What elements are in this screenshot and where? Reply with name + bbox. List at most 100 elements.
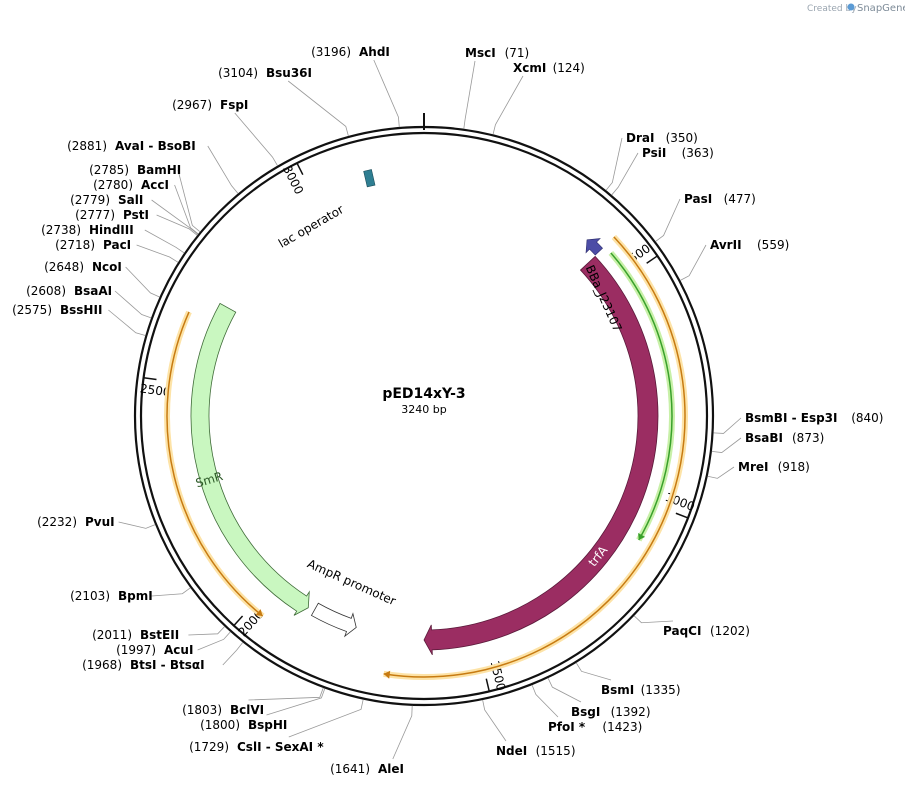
site-leader-line — [156, 214, 198, 236]
site-name: AvaI - BsoBI — [115, 139, 196, 153]
site-bpmi: BpmI (2103) — [70, 587, 191, 603]
site-name: BsaAI — [74, 284, 112, 298]
site-position: (1423) — [602, 720, 642, 734]
site-leader-line — [222, 642, 244, 666]
site-position: (2738) — [41, 223, 81, 237]
site-mrei: MreI(918) — [707, 460, 810, 479]
site-name: NdeI — [496, 744, 527, 758]
site-position: (1202) — [710, 624, 750, 638]
backbone — [133, 113, 715, 707]
site-leader-line — [136, 244, 179, 263]
tick-mark — [296, 162, 304, 176]
site-name: PasI — [684, 192, 712, 206]
site-position: (124) — [553, 61, 585, 75]
site-acci: AccI(2780) — [93, 178, 199, 235]
site-bclvi: BclVI(1803) — [182, 687, 324, 717]
site-bamhi: BamHI (2785) — [89, 163, 201, 233]
site-position: (2779) — [70, 193, 110, 207]
site-leader-line — [575, 662, 612, 681]
site-leader-line — [177, 169, 201, 233]
orf-orange-right — [383, 236, 686, 678]
site-position: (1335) — [641, 683, 681, 697]
site-position: (1968) — [82, 658, 122, 672]
site-name: PaqCI — [663, 624, 701, 638]
site-bsmbi-esp3i: BsmBI - Esp3I(840) — [713, 411, 883, 434]
site-name: AvrII — [710, 238, 742, 252]
tick-mark — [233, 615, 244, 627]
site-leader-line — [144, 229, 185, 254]
site-position: (2103) — [70, 589, 110, 603]
BBa_J23107-arrow — [585, 238, 603, 256]
site-bsteii: BstEII(2011) — [92, 626, 225, 642]
orf-green — [610, 252, 673, 541]
site-position: (2785) — [89, 163, 129, 177]
site-position: (3196) — [311, 45, 351, 59]
site-name: DraI — [626, 131, 654, 145]
site-leader-line — [207, 145, 239, 194]
site-leader-line — [108, 309, 146, 336]
site-leader-line — [125, 266, 160, 298]
site-position: (559) — [757, 238, 789, 252]
site-name: BsgI — [571, 705, 600, 719]
site-bsmi: BsmI(1335) — [575, 662, 681, 697]
site-name: BclVI — [230, 703, 264, 717]
site-leader-line — [118, 521, 156, 529]
trfA-arrow — [423, 255, 659, 656]
site-name: PacI — [103, 238, 131, 252]
site-name: XcmI — [513, 61, 546, 75]
site-position: (840) — [851, 411, 883, 425]
site-ndei: NdeI (1515) — [482, 699, 576, 758]
site-leader-line — [114, 290, 152, 319]
site-psii: PsiI(363) — [611, 146, 714, 196]
site-pfoi-: PfoI * (1423) — [531, 684, 642, 734]
lac-operator-box — [363, 169, 376, 188]
site-leader-line — [482, 699, 507, 742]
site-leader-line — [287, 80, 349, 137]
orf-green-head — [638, 533, 646, 540]
site-leader-line — [392, 705, 413, 760]
site-bsgi: BsgI(1392) — [547, 677, 651, 719]
site-csli-sexai-: CslI - SexAI *(1729) — [189, 699, 364, 754]
site-name: PfoI * — [548, 720, 586, 734]
tick-mark — [675, 512, 689, 519]
site-bsshii: BssHII(2575) — [12, 303, 146, 336]
AmpR-promoter-arrow — [310, 602, 357, 638]
site-ncoi: NcoI(2648) — [44, 260, 160, 298]
site-name: PvuI — [85, 515, 115, 529]
tick-mark — [143, 376, 157, 381]
site-name: BstEII — [140, 628, 179, 642]
site-paqci: PaqCI (1202) — [633, 615, 750, 638]
site-position: (873) — [792, 431, 824, 445]
site-name: HindIII — [89, 223, 134, 237]
site-leader-line — [655, 198, 681, 242]
site-name: BspHI — [248, 718, 287, 732]
site-name: FspI — [220, 98, 248, 112]
site-position: (1800) — [200, 718, 240, 732]
site-position: (2608) — [26, 284, 66, 298]
site-name: AhdI — [359, 45, 390, 59]
site-btsi-bts-i: BtsI - BtsαI(1968) — [82, 642, 244, 672]
site-position: (1515) — [536, 744, 576, 758]
lac-operator-label: lac operator — [276, 202, 346, 251]
site-leader-line — [151, 587, 191, 597]
tick-mark — [485, 678, 490, 692]
site-leader-line — [605, 137, 623, 191]
site-name: BamHI — [137, 163, 181, 177]
site-acui: AcuI(1997) — [116, 631, 231, 657]
site-bsaai: BsaAI (2608) — [26, 284, 152, 319]
site-leader-line — [713, 417, 742, 434]
site-drai: DraI (350) — [605, 131, 698, 191]
site-leader-line — [463, 60, 476, 129]
site-leader-line — [288, 699, 364, 738]
site-pasi: PasI(477) — [655, 192, 756, 242]
orf-orange-left — [166, 311, 264, 617]
site-position: (350) — [666, 131, 698, 145]
site-name: BpmI — [118, 589, 153, 603]
site-bsphi: BspHI (1800) — [200, 688, 326, 732]
site-leader-line — [151, 199, 199, 235]
site-sali: SalI(2779) — [70, 193, 199, 235]
site-position: (1729) — [189, 740, 229, 754]
site-leader-line — [188, 626, 225, 636]
